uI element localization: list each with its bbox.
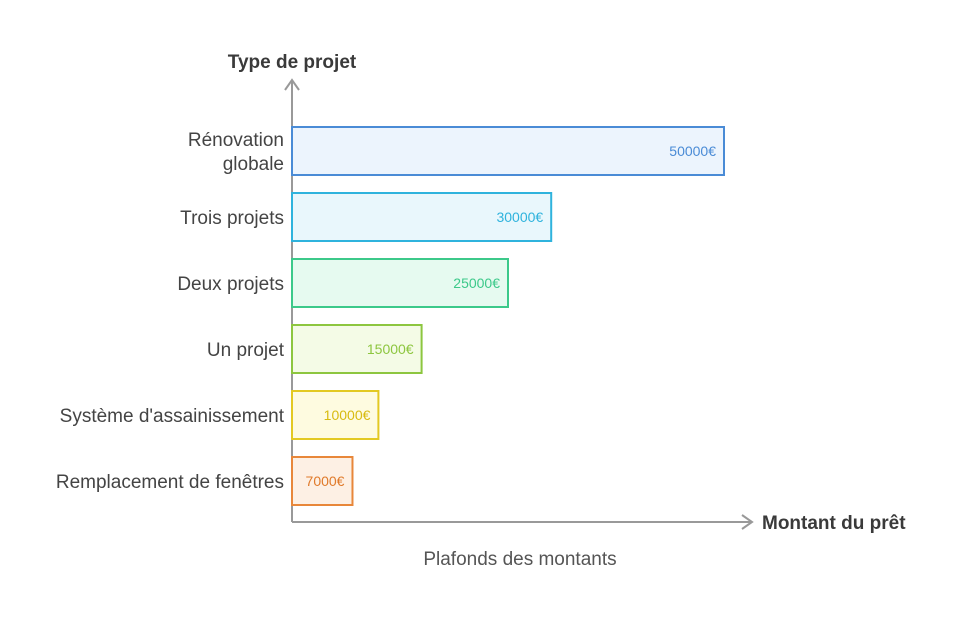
category-label: Remplacement de fenêtres — [56, 472, 284, 493]
chart-caption: Plafonds des montants — [423, 549, 616, 570]
category-label: Un projet — [207, 340, 285, 361]
bar — [291, 192, 553, 242]
bar-value-label: 25000€ — [453, 275, 500, 291]
y-axis-arrow-icon — [284, 78, 300, 91]
bar-value-label: 10000€ — [324, 407, 371, 423]
bar-value-label: 50000€ — [669, 143, 716, 159]
category-label-line: Trois projets — [180, 208, 284, 229]
category-label-line: Rénovation — [188, 130, 284, 151]
bar-value-label: 7000€ — [306, 473, 345, 489]
category-label: Trois projets — [180, 208, 284, 229]
bar — [291, 456, 354, 506]
category-label-line: Remplacement de fenêtres — [56, 472, 284, 493]
x-axis-arrow-icon — [741, 514, 754, 530]
category-label-line: globale — [223, 154, 284, 175]
category-label: Deux projets — [177, 274, 284, 295]
bar-value-label: 15000€ — [367, 341, 414, 357]
bar — [291, 126, 725, 176]
category-label-line: Deux projets — [177, 274, 284, 295]
bar — [291, 390, 380, 440]
bar — [291, 324, 423, 374]
bars-group: 50000€ 30000€ 25000€ 15000€ 10000€ 7000€ — [291, 126, 725, 506]
y-axis-title: Type de projet — [228, 52, 357, 73]
category-label: Système d'assainissement — [60, 406, 285, 427]
category-label-line: Système d'assainissement — [60, 406, 285, 427]
category-label-line: Un projet — [207, 340, 285, 361]
bar-value-label: 30000€ — [496, 209, 543, 225]
x-axis-title: Montant du prêt — [762, 513, 906, 534]
bar — [291, 258, 509, 308]
category-label: Rénovation globale — [188, 130, 284, 175]
